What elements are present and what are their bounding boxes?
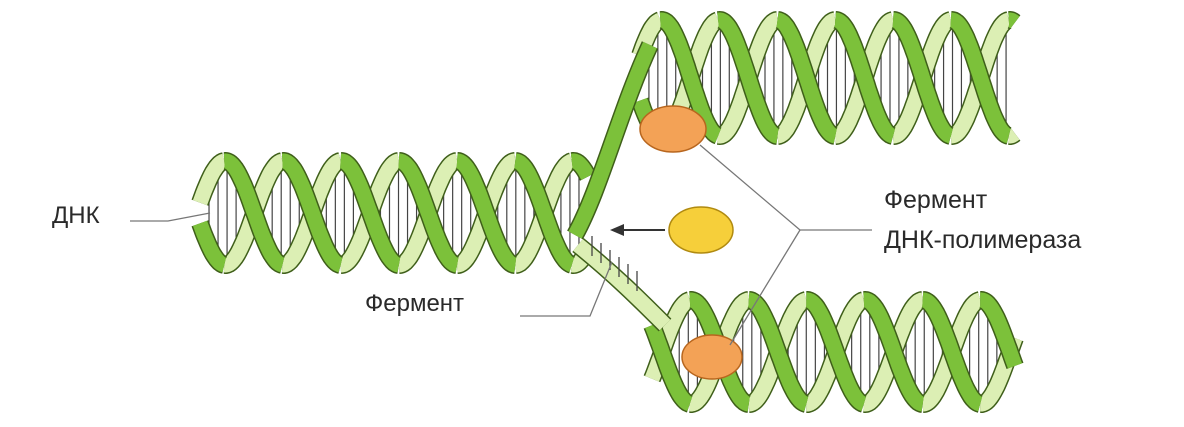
enzyme-label: Фермент <box>365 290 464 318</box>
movement-arrow-head <box>610 224 624 236</box>
free-enzyme <box>669 207 733 253</box>
parent-dna-strand-b <box>200 161 224 203</box>
polymerase-label-line1: Фермент <box>884 186 987 215</box>
parent-dna-strand-b <box>572 161 588 177</box>
dna-leader-line <box>130 213 210 221</box>
lower-polymerase-enzyme <box>682 335 742 379</box>
parent-dna-strand-a <box>200 223 224 265</box>
upper-daughter-dna-strand-a <box>1009 134 1015 136</box>
dna-label: ДНК <box>52 202 100 230</box>
lower-daughter-dna-strand-b <box>980 300 1015 366</box>
polymerase-label-line2: ДНК-полимераза <box>884 226 1081 255</box>
leading-strand <box>575 45 650 235</box>
upper-polymerase-enzyme <box>640 106 706 152</box>
upper-daughter-dna-strand-b <box>1009 20 1015 22</box>
